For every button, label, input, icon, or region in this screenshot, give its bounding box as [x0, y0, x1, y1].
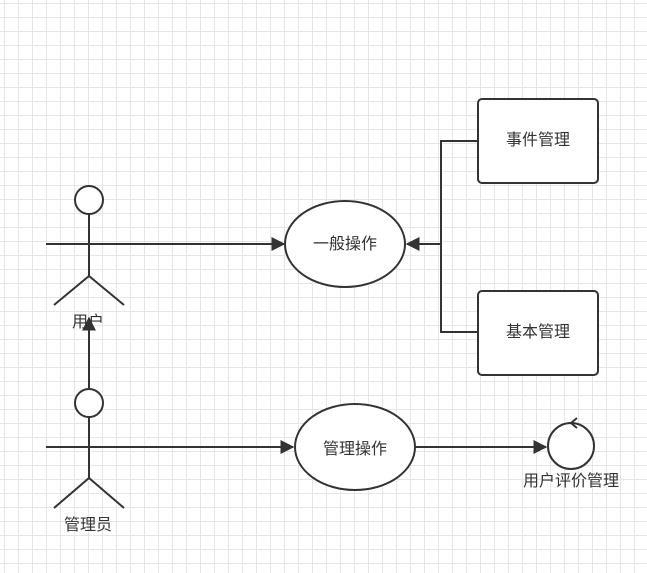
admin-actor-left-leg	[53, 477, 90, 509]
control-arrow-icon	[570, 417, 578, 429]
user-rating-label: 用户评价管理	[522, 471, 619, 490]
user-actor-right-leg	[88, 275, 125, 306]
event-management-label: 事件管理	[505, 130, 570, 149]
user-actor-label: 用户	[71, 312, 104, 331]
user-actor-head	[74, 185, 104, 215]
admin-actor-label: 管理员	[63, 515, 112, 534]
admin-actor-head	[74, 388, 104, 418]
management-bracket-connector	[440, 140, 478, 333]
user-actor-left-leg	[53, 275, 90, 306]
event-management-box[interactable]	[477, 98, 599, 184]
general-ops-label: 一般操作	[312, 234, 377, 253]
basic-management-label: 基本管理	[505, 322, 570, 341]
admin-actor[interactable]	[46, 388, 132, 509]
manage-ops-label: 管理操作	[322, 439, 387, 458]
user-actor[interactable]	[46, 185, 132, 306]
general-ops-use-case[interactable]	[284, 200, 406, 288]
admin-actor-right-leg	[88, 477, 125, 509]
control-circle	[547, 422, 595, 470]
user-rating-control[interactable]	[547, 417, 595, 470]
basic-management-box[interactable]	[477, 290, 599, 376]
